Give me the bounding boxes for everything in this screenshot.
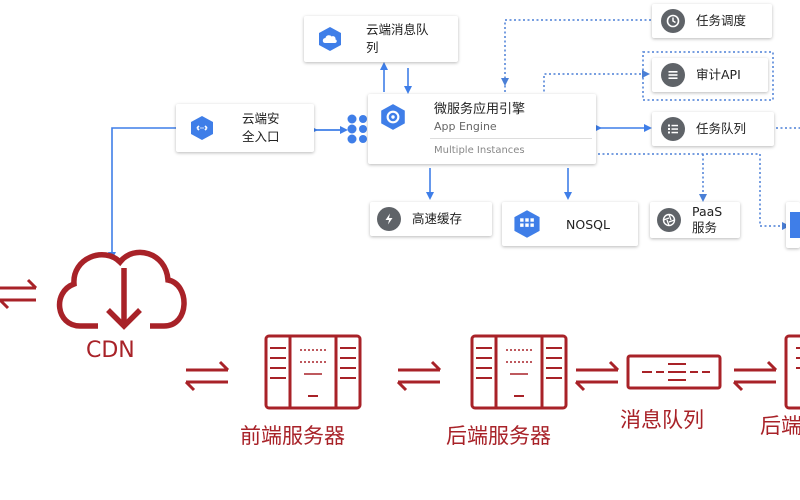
cdn-label: CDN	[86, 338, 135, 363]
red-layer	[0, 249, 778, 392]
endpoints-icon	[188, 114, 216, 146]
dotted-engine-scheduler	[504, 19, 652, 92]
queue-icon-mq	[626, 354, 722, 390]
cache-label: 高速缓存	[412, 211, 463, 226]
task-queue-label: 任务队列	[696, 121, 747, 136]
dotted-engine-audit	[543, 73, 642, 96]
dotted-bottom-right	[598, 153, 790, 227]
mq-label: 消息队列	[620, 408, 704, 432]
card-app-engine: 微服务应用引擎 App Engine Multiple Instances	[368, 94, 596, 164]
cdn-cloud-icon	[56, 249, 187, 330]
dotted-connectors	[504, 19, 800, 227]
frontend-label: 前端服务器	[240, 424, 345, 448]
card-cut-right	[786, 202, 800, 248]
hexagon-icon	[790, 212, 800, 238]
card-nosql: NOSQL	[502, 202, 638, 246]
msg-queue-label-2: 列	[366, 40, 379, 55]
audit-dashed-frame	[642, 51, 774, 101]
scheduler-label: 任务调度	[696, 13, 747, 28]
app-engine-divider	[430, 138, 592, 139]
shutter-icon	[657, 208, 681, 232]
app-engine-footer: Multiple Instances	[434, 145, 525, 156]
backend-cut-label: 后端	[760, 414, 800, 438]
swap-arrow-mq-backend2	[732, 360, 778, 392]
backend-cut-clip: 后端	[760, 410, 800, 444]
server-icon-backend-cut	[784, 334, 800, 410]
list-icon	[661, 63, 685, 87]
swap-arrow-left	[0, 278, 38, 310]
swap-arrow-backend-mq	[574, 360, 620, 392]
card-cloud-message-queue: 云端消息队 列	[304, 16, 458, 62]
gateway-label-2: 全入口	[242, 129, 280, 144]
card-audit-api: 审计API	[652, 58, 768, 92]
paas-label-1: PaaS	[692, 204, 723, 219]
card-scheduler: 任务调度	[652, 4, 772, 38]
cloud-notification-icon	[316, 25, 344, 57]
app-engine-icon	[378, 102, 408, 136]
connector-gateway-cdn	[108, 127, 176, 260]
server-icon-backend	[470, 334, 568, 410]
card-cloud-gateway: 云端安 全入口	[176, 104, 314, 152]
swap-arrow-frontend-backend	[396, 360, 442, 392]
backend-label: 后端服务器	[446, 424, 551, 448]
clock-icon	[661, 9, 685, 33]
card-paas: PaaS 服务	[650, 202, 740, 238]
swap-arrow-cdn-frontend	[184, 360, 230, 392]
paas-label-2: 服务	[692, 220, 718, 235]
audit-label: 审计API	[696, 67, 741, 82]
solid-connectors	[108, 62, 652, 260]
card-cache: 高速缓存	[370, 202, 492, 236]
lightning-icon	[377, 207, 401, 231]
task-list-icon	[661, 117, 685, 141]
server-icon-frontend	[264, 334, 362, 410]
datastore-icon	[510, 208, 544, 244]
app-engine-subtitle: App Engine	[434, 120, 497, 133]
connector-joint-dots	[347, 114, 367, 144]
msg-queue-label-1: 云端消息队	[366, 22, 429, 37]
nosql-label: NOSQL	[566, 217, 610, 232]
app-engine-title: 微服务应用引擎	[434, 102, 526, 117]
card-task-queue: 任务队列	[652, 112, 774, 146]
gateway-label-1: 云端安	[242, 111, 280, 126]
